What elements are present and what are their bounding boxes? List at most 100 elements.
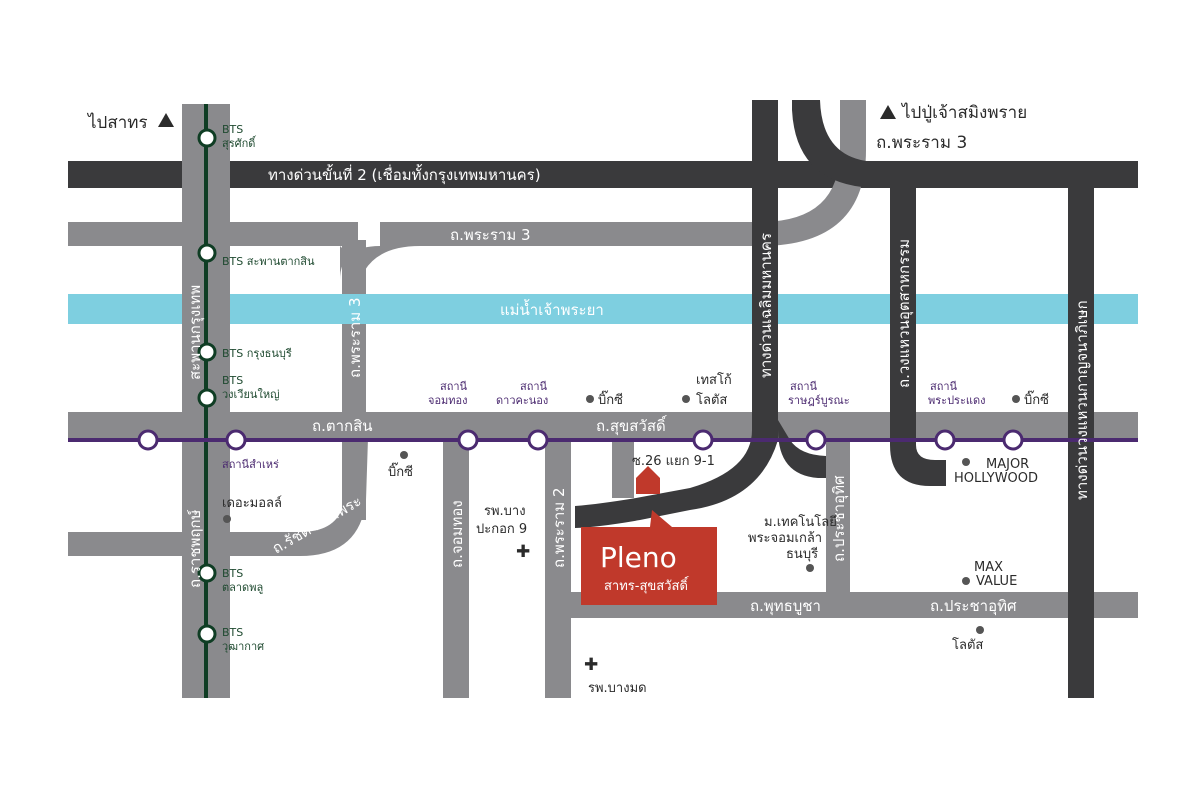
soi26-label: ซ.26 แยก 9-1 bbox=[632, 454, 715, 469]
river-label: แม่น้ำเจ้าพระยา bbox=[500, 299, 604, 319]
rama3-road-mid bbox=[380, 222, 760, 246]
hosp-bangpakok-label: ปะกอก 9 bbox=[476, 522, 527, 537]
purple-stations bbox=[137, 429, 1024, 451]
project-subtitle: สาทร-สุขสวัสดิ์ bbox=[604, 576, 690, 594]
project-box bbox=[581, 527, 717, 605]
bts-station-saphan-taksin bbox=[197, 243, 217, 263]
taksin-label: ถ.ตากสิน bbox=[312, 417, 373, 435]
lotus-label: โลตัส bbox=[952, 637, 983, 653]
saphan-krungthep-label: สะพานกรุงเทพ bbox=[186, 285, 205, 380]
bts-wongwian-label: BTS bbox=[222, 374, 243, 387]
bts-station-wongwian bbox=[197, 388, 217, 408]
bts-stations bbox=[197, 128, 217, 644]
bts-wutthakat-label: วุฒากาศ bbox=[222, 640, 264, 653]
up-arrow-icon bbox=[158, 113, 174, 127]
mrt-dao-khanong-label: ดาวคะนอง bbox=[496, 394, 548, 407]
bigc-dot bbox=[1012, 395, 1020, 403]
major-label: HOLLYWOOD bbox=[954, 471, 1038, 486]
kmutt-label: ม.เทคโนโลยี bbox=[764, 514, 837, 530]
bigc-dot bbox=[400, 451, 408, 459]
max-value-label: MAX bbox=[974, 560, 1003, 575]
mrt-station-1 bbox=[137, 429, 159, 451]
industrial-ring-label: ถ.วงแหวนอุตสาหกรรม bbox=[895, 239, 914, 388]
hosp-bangpakok-label: รพ.บาง bbox=[484, 504, 526, 519]
rama2-road bbox=[545, 438, 571, 698]
bts-talat-phlu-label: ตลาดพลู bbox=[222, 581, 263, 594]
project-marker: Pleno สาทร-สุขสวัสดิ์ bbox=[581, 510, 717, 605]
ratchada-road bbox=[206, 438, 368, 556]
chalerm-expressway-label: ทางด่วนเฉลิมมหานคร bbox=[757, 233, 775, 378]
rama3-top-label: ถ.พระราม 3 bbox=[876, 133, 967, 153]
bts-krung-thon-label: BTS กรุงธนบุรี bbox=[222, 347, 292, 360]
bts-surasak-label: สุรศักดิ์ bbox=[222, 135, 257, 150]
rama3-mid-label: ถ.พระราม 3 bbox=[450, 226, 531, 244]
bigc-label: บิ๊กซี bbox=[598, 390, 623, 408]
bts-wutthakat-label: BTS bbox=[222, 626, 243, 639]
home-icon bbox=[636, 466, 660, 494]
suksawat-label: ถ.สุขสวัสดิ์ bbox=[596, 415, 668, 436]
bts-station-talat-phlu bbox=[197, 563, 217, 583]
kanchanaphisek-expressway bbox=[1068, 188, 1094, 698]
grey-roads bbox=[68, 222, 1138, 698]
bts-station-krung-thon bbox=[197, 342, 217, 362]
kmutt-label: พระจอมเกล้า bbox=[748, 531, 822, 546]
mrt-pra-pradaeng-label: สถานี bbox=[930, 380, 958, 393]
ratchaphruek-label: ถ.ราชพฤกษ์ bbox=[186, 509, 204, 588]
bts-saphan-taksin-label: BTS สะพานตากสิน bbox=[222, 255, 315, 268]
mrt-station-samre bbox=[225, 429, 247, 451]
mrt-station-dao-khanong bbox=[527, 429, 549, 451]
purple-line bbox=[68, 438, 1138, 442]
expressway2-label: ทางด่วนขั้นที่ 2 (เชื่อมทั้งกรุงเทพมหานค… bbox=[268, 164, 541, 185]
up-arrow-icon bbox=[880, 105, 896, 119]
pracha-uthit-vertical bbox=[826, 438, 850, 596]
mrt-station-pra-pradaeng bbox=[934, 429, 956, 451]
mrt-station-chomthong bbox=[457, 429, 479, 451]
taksin-suksawat-road bbox=[68, 412, 1138, 438]
project-pointer bbox=[650, 510, 672, 527]
tesco-label: เทสโก้ bbox=[696, 372, 732, 388]
rama2-label: ถ.พระราม 2 bbox=[550, 487, 568, 568]
major-label: MAJOR bbox=[986, 457, 1029, 472]
mrt-rat-burana-label: ราษฎร์บูรณะ bbox=[788, 394, 850, 407]
phutthabucha-label: ถ.พุทธบูชา bbox=[750, 597, 821, 616]
mrt-station-rat-burana bbox=[805, 429, 827, 451]
mrt-chomthong-label: จอมทอง bbox=[428, 394, 468, 407]
the-mall-dot bbox=[223, 515, 231, 523]
pracha-uthit-label: ถ.ประชาอุทิศ bbox=[930, 597, 1017, 616]
bts-station-wutthakat bbox=[197, 624, 217, 644]
mrt-dao-khanong-label: สถานี bbox=[520, 380, 548, 393]
bigc-label: บิ๊กซี bbox=[388, 462, 413, 480]
rama3-top-curve bbox=[792, 100, 1138, 188]
kmutt-label: ธนบุรี bbox=[786, 546, 818, 562]
chomthong-road bbox=[443, 438, 469, 698]
major-dot bbox=[962, 458, 970, 466]
hosp-bangmod-label: รพ.บางมด bbox=[588, 681, 647, 696]
tesco-label: โลตัส bbox=[696, 392, 727, 408]
kmutt-dot bbox=[806, 564, 814, 572]
ratchada-road-bottom bbox=[68, 532, 188, 556]
mrt-chomthong-label: สถานี bbox=[440, 380, 468, 393]
chalerm-expressway-left bbox=[575, 100, 778, 528]
industrial-ring bbox=[890, 188, 946, 486]
mrt-samre-label: สถานีสำเหร่ bbox=[222, 458, 279, 471]
project-logo: Pleno bbox=[600, 541, 677, 574]
bts-talat-phlu-label: BTS bbox=[222, 567, 243, 580]
bigc-label: บิ๊กซี bbox=[1024, 390, 1049, 408]
direction-sathorn: ไปสาทร bbox=[86, 112, 148, 133]
bts-station-surasak bbox=[197, 128, 217, 148]
expressways bbox=[68, 100, 1138, 698]
chao-phraya-river bbox=[68, 294, 1138, 324]
mrt-station-suksawat bbox=[692, 429, 714, 451]
tesco-dot bbox=[682, 395, 690, 403]
soi26-road bbox=[612, 438, 634, 498]
hospital-cross-icon: ✚ bbox=[516, 542, 530, 562]
rama3-vertical-label: ถ.พระราม 3 bbox=[346, 297, 364, 378]
max-value-dot bbox=[962, 577, 970, 585]
bts-surasak-label: BTS bbox=[222, 123, 243, 136]
bigc-dot bbox=[586, 395, 594, 403]
kanchanaphisek-label: ทางด่วนวงแหวนกาญจนาภิเษก bbox=[1073, 300, 1091, 500]
bts-wongwian-label: วงเวียนใหญ่ bbox=[222, 388, 279, 401]
max-value-label: VALUE bbox=[976, 574, 1017, 589]
rama3-curve-top bbox=[720, 100, 866, 246]
